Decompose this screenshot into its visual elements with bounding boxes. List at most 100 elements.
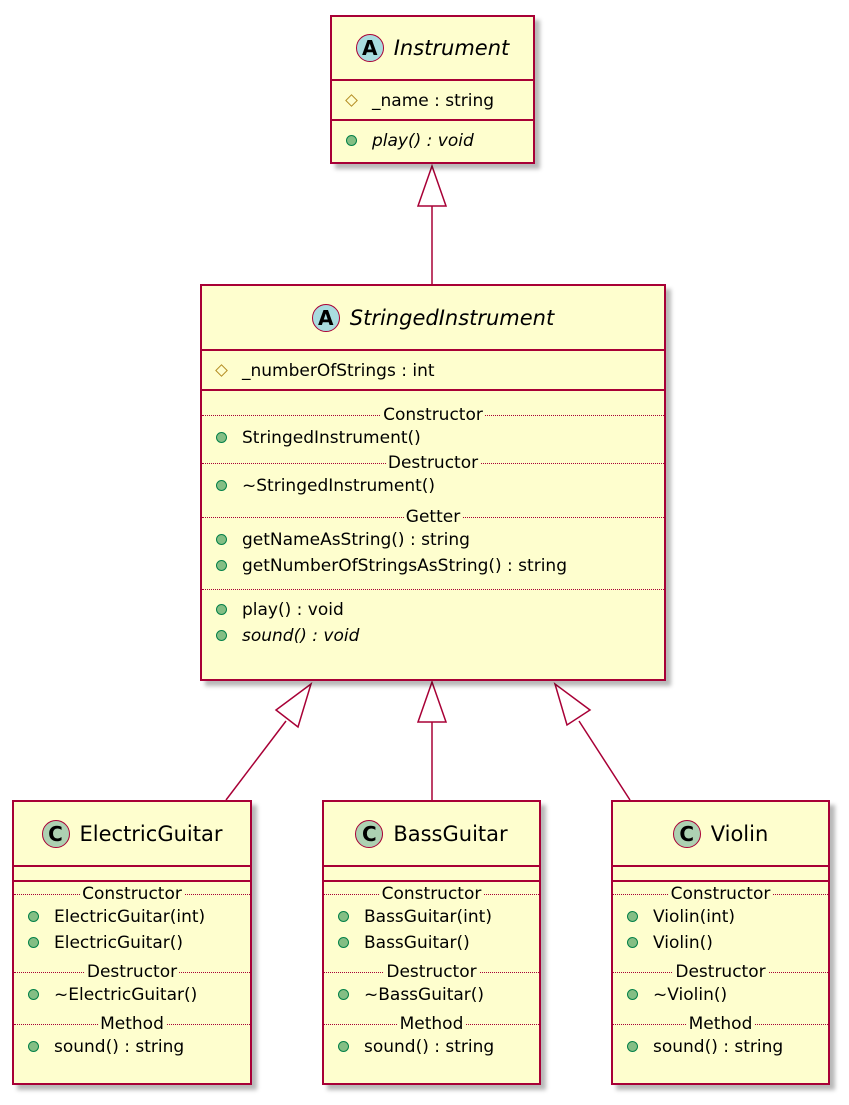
methods-section: play() : void: [332, 121, 533, 153]
method-row: BassGuitar(): [324, 930, 539, 956]
section-separator-destructor: Destructor: [14, 962, 250, 982]
public-icon: [338, 1041, 349, 1052]
method-text: sound() : void: [242, 626, 360, 646]
separator-label: Destructor: [384, 962, 479, 982]
section-separator-destructor: Destructor: [613, 962, 828, 982]
method-row: ElectricGuitar(): [14, 930, 250, 956]
method-text: sound() : string: [364, 1037, 495, 1057]
arrowhead-instrument: [416, 163, 448, 207]
public-icon: [627, 937, 638, 948]
public-icon: [216, 534, 227, 545]
class-header: C Violin: [613, 802, 828, 867]
protected-icon: [215, 364, 228, 377]
method-text: getNameAsString() : string: [242, 530, 470, 550]
attributes-section: _name : string: [332, 81, 533, 121]
public-icon: [216, 480, 227, 491]
section-separator-getter: Getter: [202, 507, 664, 527]
public-icon: [216, 630, 227, 641]
section-separator-constructor: Constructor: [324, 884, 539, 904]
method-text: Violin(): [653, 933, 713, 953]
arrowhead-violin: [553, 682, 592, 727]
method-row: BassGuitar(int): [324, 904, 539, 930]
attribute-text: _numberOfStrings : int: [242, 361, 435, 381]
attributes-section: [324, 867, 539, 882]
class-header: A StringedInstrument: [202, 286, 664, 351]
class-violin[interactable]: C Violin Constructor Violin(int) Violin(…: [611, 800, 830, 1085]
section-separator-constructor: Constructor: [202, 405, 664, 425]
method-row: StringedInstrument(): [202, 425, 664, 451]
method-text: sound() : string: [54, 1037, 185, 1057]
separator-label: Constructor: [381, 405, 485, 425]
method-text: ~StringedInstrument(): [242, 476, 436, 496]
section-separator-destructor: Destructor: [324, 962, 539, 982]
method-row: play() : void: [202, 597, 664, 623]
methods-section: Constructor Violin(int) Violin() Destruc…: [613, 882, 828, 1060]
method-text: ElectricGuitar(): [54, 933, 184, 953]
separator-label: Destructor: [385, 453, 481, 473]
method-text: ~Violin(): [653, 985, 728, 1005]
public-icon: [627, 911, 638, 922]
method-row: getNameAsString() : string: [202, 527, 664, 553]
separator-label: Destructor: [673, 962, 768, 982]
method-row: sound() : string: [14, 1034, 250, 1060]
public-icon: [28, 989, 39, 1000]
public-icon: [338, 911, 349, 922]
method-row: ~Violin(): [613, 982, 828, 1008]
attribute-row: _name : string: [332, 89, 533, 113]
public-icon: [627, 989, 638, 1000]
class-name: ElectricGuitar: [79, 821, 223, 846]
class-bass-guitar[interactable]: C BassGuitar Constructor BassGuitar(int)…: [322, 800, 541, 1085]
method-text: getNumberOfStringsAsString() : string: [242, 556, 567, 576]
attributes-section: [14, 867, 250, 882]
method-row: ~ElectricGuitar(): [14, 982, 250, 1008]
method-text: Violin(int): [653, 907, 736, 927]
class-header: A Instrument: [332, 17, 533, 81]
protected-icon: [345, 94, 358, 107]
method-text: BassGuitar(int): [364, 907, 492, 927]
class-name: StringedInstrument: [349, 305, 555, 330]
section-separator-destructor: Destructor: [202, 453, 664, 473]
section-separator-method: Method: [324, 1014, 539, 1034]
public-icon: [216, 604, 227, 615]
public-icon: [216, 432, 227, 443]
methods-section: Constructor ElectricGuitar(int) Electric…: [14, 882, 250, 1060]
method-row: play() : void: [332, 129, 533, 153]
method-row: Violin(int): [613, 904, 828, 930]
attribute-text: _name : string: [372, 91, 495, 111]
section-separator-constructor: Constructor: [613, 884, 828, 904]
method-row: ~StringedInstrument(): [202, 473, 664, 499]
section-separator-method: Method: [14, 1014, 250, 1034]
class-electric-guitar[interactable]: C ElectricGuitar Constructor ElectricGui…: [12, 800, 252, 1085]
section-separator-constructor: Constructor: [14, 884, 250, 904]
section-separator-method: Method: [613, 1014, 828, 1034]
class-instrument[interactable]: A Instrument _name : string play() : voi…: [330, 15, 535, 164]
method-text: ElectricGuitar(int): [54, 907, 206, 927]
separator-label: Getter: [403, 507, 463, 527]
class-header: C ElectricGuitar: [14, 802, 250, 867]
method-text: sound() : string: [653, 1037, 784, 1057]
methods-section: Constructor StringedInstrument() Destruc…: [202, 391, 664, 649]
method-text: ~BassGuitar(): [364, 985, 485, 1005]
attributes-section: _numberOfStrings : int: [202, 351, 664, 391]
method-row: sound() : void: [202, 623, 664, 649]
methods-section: Constructor BassGuitar(int) BassGuitar()…: [324, 882, 539, 1060]
method-row: ~BassGuitar(): [324, 982, 539, 1008]
separator-label: Destructor: [84, 962, 180, 982]
method-text: play() : void: [372, 131, 474, 151]
class-name: BassGuitar: [393, 821, 508, 846]
method-row: sound() : string: [613, 1034, 828, 1060]
class-icon: C: [355, 819, 384, 848]
attributes-section: [613, 867, 828, 882]
section-separator: [202, 583, 664, 595]
method-text: BassGuitar(): [364, 933, 470, 953]
separator-label: Method: [686, 1014, 755, 1034]
public-icon: [28, 937, 39, 948]
public-icon: [216, 560, 227, 571]
arrowhead-electric: [274, 682, 313, 729]
class-header: C BassGuitar: [324, 802, 539, 867]
method-row: sound() : string: [324, 1034, 539, 1060]
class-stringed-instrument[interactable]: A StringedInstrument _numberOfStrings : …: [200, 284, 666, 681]
attribute-row: _numberOfStrings : int: [202, 359, 664, 383]
